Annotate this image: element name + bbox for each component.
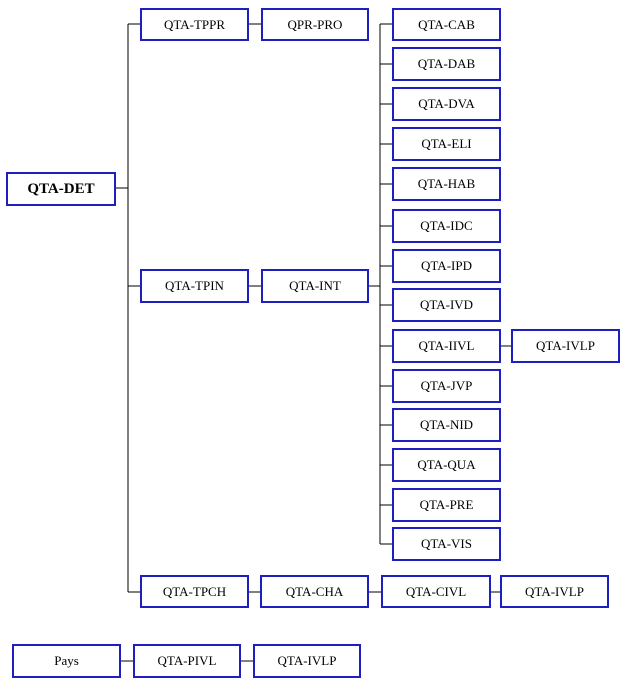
node-qta-nid[interactable]: QTA-NID [392, 408, 501, 442]
node-qta-tpin[interactable]: QTA-TPIN [140, 269, 249, 303]
node-qta-civl[interactable]: QTA-CIVL [381, 575, 491, 608]
node-qta-dva[interactable]: QTA-DVA [392, 87, 501, 121]
node-qpr-pro[interactable]: QPR-PRO [261, 8, 369, 41]
node-qta-cab[interactable]: QTA-CAB [392, 8, 501, 41]
node-qta-det[interactable]: QTA-DET [6, 172, 116, 206]
node-qta-jvp[interactable]: QTA-JVP [392, 369, 501, 403]
node-qta-ivlp-pivl[interactable]: QTA-IVLP [253, 644, 361, 678]
node-qta-tpch[interactable]: QTA-TPCH [140, 575, 249, 608]
node-qta-iivl[interactable]: QTA-IIVL [392, 329, 501, 363]
node-qta-ivlp-cha[interactable]: QTA-IVLP [500, 575, 609, 608]
node-pays[interactable]: Pays [12, 644, 121, 678]
node-qta-vis[interactable]: QTA-VIS [392, 527, 501, 561]
node-qta-pre[interactable]: QTA-PRE [392, 488, 501, 522]
node-qta-pivl[interactable]: QTA-PIVL [133, 644, 241, 678]
node-qta-dab[interactable]: QTA-DAB [392, 47, 501, 81]
node-qta-int[interactable]: QTA-INT [261, 269, 369, 303]
node-qta-hab[interactable]: QTA-HAB [392, 167, 501, 201]
node-qta-tppr[interactable]: QTA-TPPR [140, 8, 249, 41]
node-qta-qua[interactable]: QTA-QUA [392, 448, 501, 482]
node-qta-idc[interactable]: QTA-IDC [392, 209, 501, 243]
node-qta-eli[interactable]: QTA-ELI [392, 127, 501, 161]
node-qta-ivlp-int[interactable]: QTA-IVLP [511, 329, 620, 363]
node-qta-ivd[interactable]: QTA-IVD [392, 288, 501, 322]
node-qta-cha[interactable]: QTA-CHA [260, 575, 369, 608]
node-qta-ipd[interactable]: QTA-IPD [392, 249, 501, 283]
